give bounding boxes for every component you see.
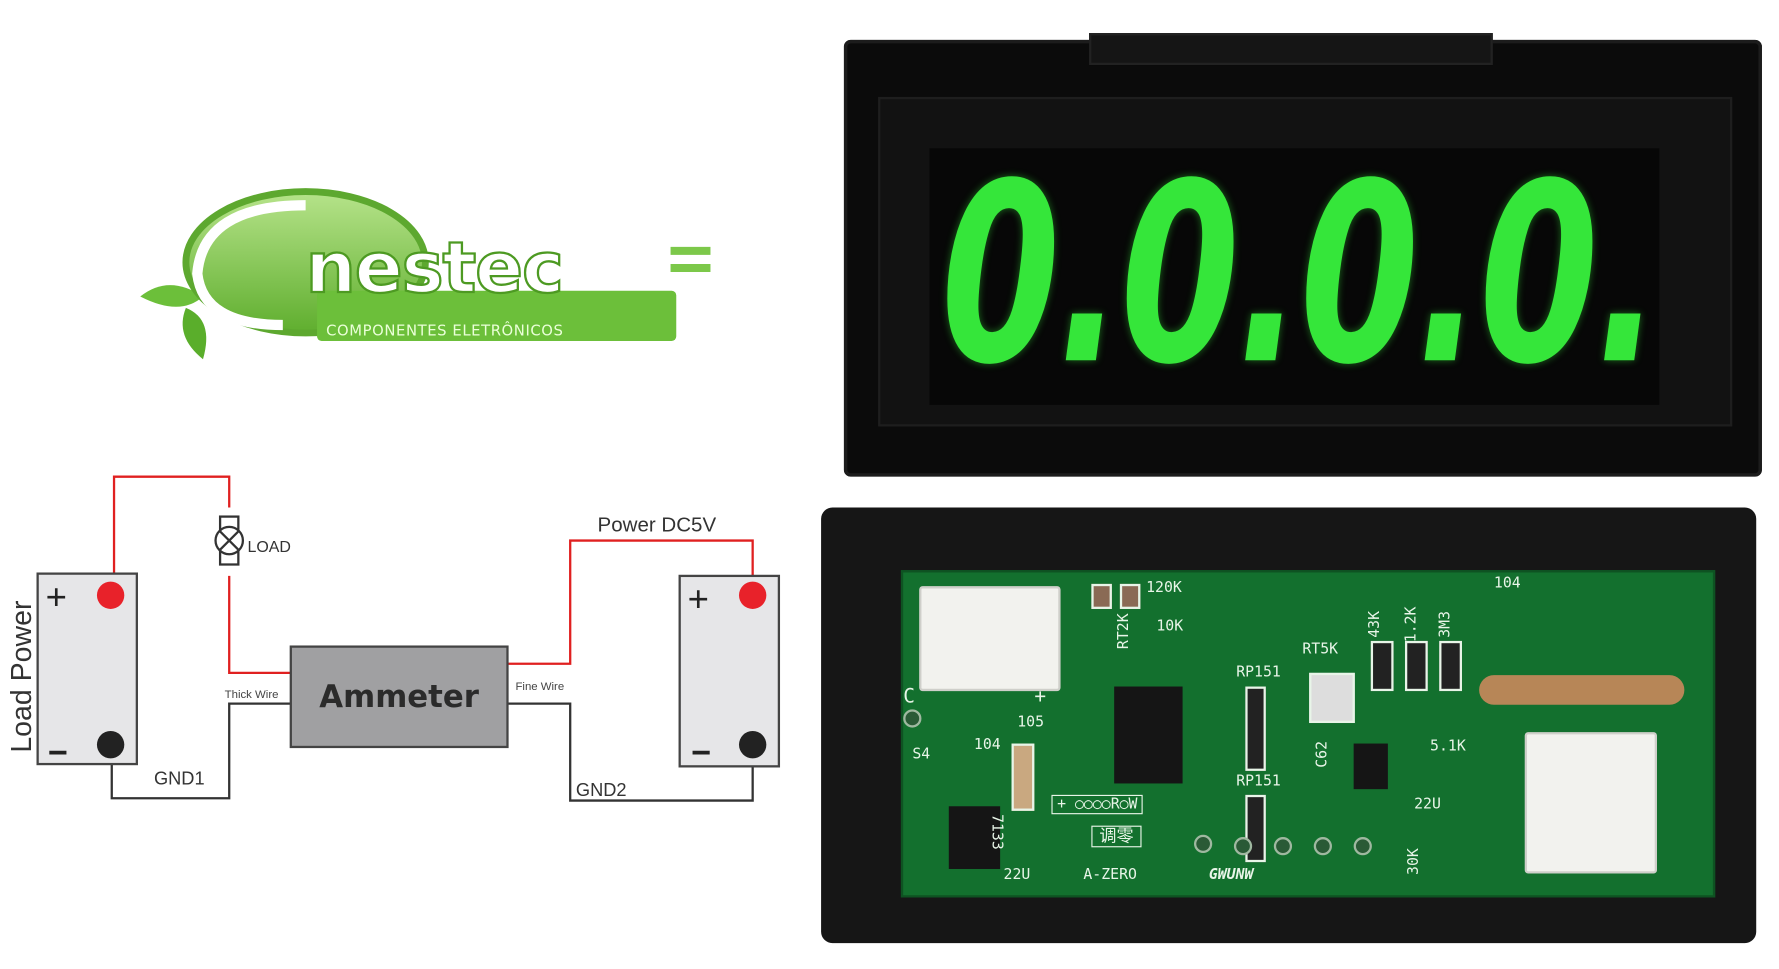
leaf-icon (140, 285, 203, 307)
circuit-board: 120K RT2K 10K RP151 RP151 RT5K 43K 1.2K … (900, 570, 1716, 898)
gnd2-wire (507, 702, 754, 802)
resistor (1439, 640, 1462, 692)
led-display-module: 0.0.0.0. (843, 33, 1762, 477)
negative-terminal (738, 730, 767, 759)
silk-label: 22U (1414, 795, 1441, 814)
trimmer-potentiometer (1309, 672, 1355, 724)
wiring-diagram: + − Load Power LOAD Ammeter Thick Wire F… (6, 475, 781, 802)
silk-label: 22U (1003, 866, 1031, 884)
silk-label: 43K (1366, 610, 1384, 638)
load-label: LOAD (247, 539, 290, 556)
mounting-tab (1089, 33, 1493, 66)
silk-label: + (1034, 685, 1047, 709)
silk-label: 120K (1146, 579, 1182, 597)
load-to-ammeter-wire (228, 575, 291, 674)
connector-2pin (1524, 732, 1658, 874)
positive-terminal (738, 581, 767, 609)
fine-wire-label: Fine Wire (515, 681, 564, 693)
minus-symbol: − (48, 734, 68, 772)
silk-label: 3M3 (1437, 610, 1455, 638)
ic-chip (1114, 686, 1183, 784)
via (1233, 837, 1253, 856)
cinestec-logo: nestec COMPONENTES ELETRÔNICOS (140, 188, 711, 360)
silk-label: C (903, 685, 915, 709)
via (1193, 834, 1213, 854)
gnd1-label: GND1 (154, 768, 205, 789)
silk-label: C62 (1314, 740, 1332, 768)
power-dc5v-label: Power DC5V (598, 513, 717, 536)
via (1273, 837, 1293, 856)
resistor (1370, 640, 1394, 692)
leaf-icon (182, 307, 207, 360)
svg-text:COMPONENTES ELETRÔNICOS: COMPONENTES ELETRÔNICOS (326, 321, 563, 339)
seven-segment-readout: 0.0.0.0. (941, 148, 1659, 405)
voltage-regulator (948, 806, 1001, 869)
silk-label: 7133 (987, 814, 1005, 850)
via (1313, 837, 1332, 856)
thick-wire-label: Thick Wire (225, 689, 279, 701)
via (1353, 837, 1372, 856)
svg-text:nestec: nestec (306, 226, 563, 309)
connector-3pin (919, 586, 1061, 692)
silk-label: 104 (1493, 574, 1521, 592)
ammeter-box (289, 645, 509, 749)
load-power-label: Load Power (6, 600, 38, 753)
silk-label: RT2K (1115, 613, 1133, 650)
minus-symbol: − (691, 734, 711, 772)
ic-chip-small (1353, 743, 1388, 790)
ammeter-label: Ammeter (319, 679, 479, 715)
silk-label: 104 (973, 736, 1001, 754)
silk-label: RP151 (1236, 663, 1281, 681)
resistor-network (1245, 686, 1266, 771)
silk-label: + ○○○○R○W (1051, 794, 1144, 815)
silk-label: 1.2K (1402, 606, 1420, 643)
smd-pad (1119, 583, 1141, 609)
gnd1-wire (110, 702, 291, 800)
resistor (1404, 640, 1428, 692)
dc5v-power-battery (678, 574, 781, 768)
gnd2-label: GND2 (576, 779, 627, 800)
display-window: 0.0.0.0. (929, 148, 1660, 405)
silk-label: S4 (912, 745, 931, 763)
power-positive-wire (507, 539, 754, 665)
silk-label: RP151 (1236, 773, 1281, 791)
negative-terminal (96, 730, 125, 759)
load-power-battery (36, 572, 138, 766)
silk-label: 5.1K (1430, 737, 1466, 755)
silk-label: 调零 (1091, 825, 1142, 848)
silk-label: 10K (1156, 618, 1184, 636)
silk-label: RT5K (1302, 640, 1339, 659)
load-lamp-icon (214, 515, 245, 566)
shunt-wire (1479, 675, 1685, 705)
load-positive-wire (112, 475, 231, 584)
plus-symbol: + (46, 576, 67, 617)
silk-label: 30K (1405, 848, 1423, 875)
smd-pad (1091, 583, 1112, 609)
mounting-hole (903, 709, 922, 728)
capacitor (1011, 743, 1035, 811)
silk-label: A-ZERO (1083, 866, 1137, 884)
pcb-back-view: 120K RT2K 10K RP151 RP151 RT5K 43K 1.2K … (821, 507, 1757, 944)
positive-terminal (96, 581, 125, 609)
silk-label: GWUNW (1208, 866, 1254, 884)
plus-symbol: + (688, 578, 709, 619)
silk-label: 105 (1017, 713, 1045, 731)
